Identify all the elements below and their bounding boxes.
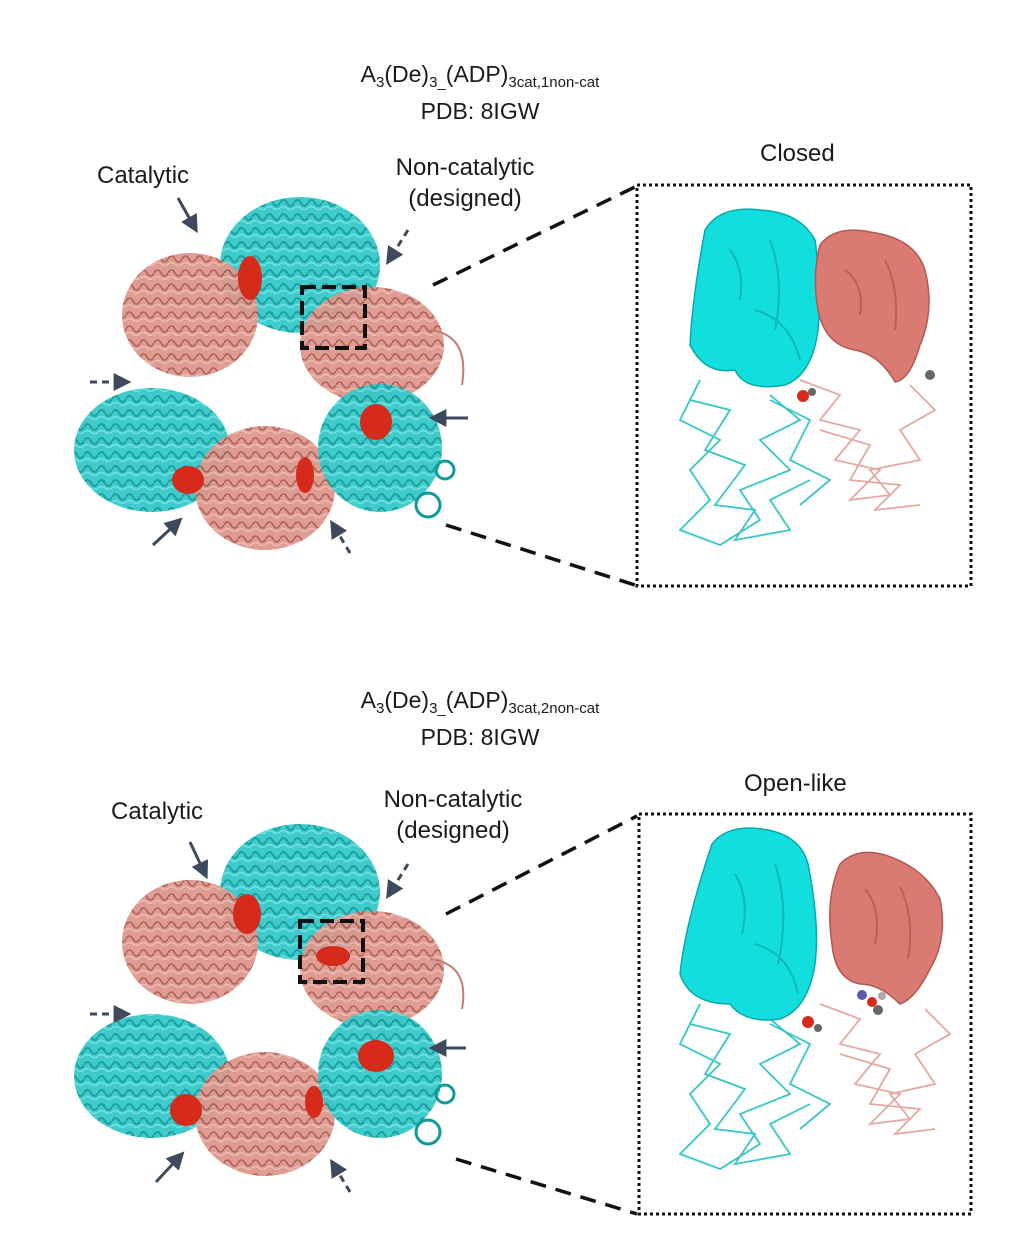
catalytic-subunit <box>318 384 442 512</box>
noncatalytic-subunit <box>122 253 258 377</box>
arrows <box>90 841 466 1193</box>
pdb-id: PDB: 8IGW <box>420 98 540 124</box>
inset-label-closed: Closed <box>760 140 835 167</box>
noncatalytic-surface <box>829 851 944 1005</box>
label-noncatalytic: Non-catalytic(designed) <box>395 154 535 212</box>
pdb-id: PDB: 8IGW <box>420 724 540 750</box>
adp-ligands <box>170 894 394 1126</box>
zoom-box <box>298 919 365 984</box>
arrow-noncatalytic <box>386 229 410 266</box>
noncatalytic-subunit <box>195 426 335 550</box>
adp-ligands <box>172 256 392 494</box>
noncatalytic-subunit <box>195 1052 335 1176</box>
arrow-noncatalytic <box>386 863 410 900</box>
label-noncatalytic: Non-catalytic(designed) <box>383 786 523 844</box>
arrow-catalytic <box>188 841 209 880</box>
arrow-noncatalytic <box>330 1158 352 1193</box>
label-catalytic: Catalytic <box>111 798 204 825</box>
inset-closed <box>635 183 973 588</box>
arrows <box>90 197 468 554</box>
structure-figure <box>74 812 973 1216</box>
arrow-catalytic <box>176 197 198 234</box>
noncatalytic-subunit <box>300 911 444 1027</box>
catalytic-surface <box>689 208 821 388</box>
panel-closed: A3(De)3_(ADP)3cat,1non-cat PDB: 8IGW Cat… <box>0 60 973 588</box>
complex-title: A3(De)3_(ADP)3cat,2non-cat PDB: 8IGW <box>0 686 960 751</box>
label-catalytic: Catalytic <box>97 162 190 189</box>
zoom-box <box>300 285 367 350</box>
inset-label-open-like: Open-like <box>744 770 847 797</box>
arrow-catalytic <box>154 1151 185 1184</box>
noncatalytic-subunit <box>300 287 444 403</box>
noncatalytic-surface <box>814 229 930 383</box>
arrow-catalytic <box>151 517 183 547</box>
hexamer-structure <box>74 197 465 550</box>
complex-title: A3(De)3_(ADP)3cat,1non-cat PDB: 8IGW <box>0 60 960 125</box>
structure-figure <box>74 183 973 588</box>
hexamer-structure <box>74 824 465 1176</box>
catalytic-subunit <box>318 1010 442 1138</box>
panel-open-like: A3(De)3_(ADP)3cat,2non-cat PDB: 8IGW Cat… <box>0 624 1011 1248</box>
noncatalytic-subunit <box>122 880 258 1004</box>
arrow-noncatalytic <box>330 519 352 554</box>
catalytic-surface <box>679 827 818 1021</box>
inset-open-like <box>637 812 973 1216</box>
